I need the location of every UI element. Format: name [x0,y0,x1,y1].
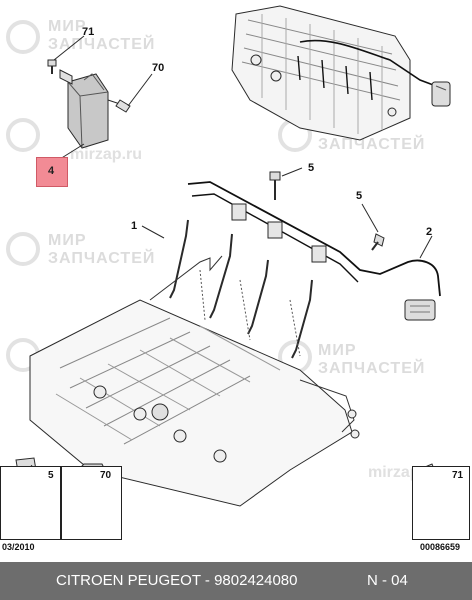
watermark-logo-icon [6,118,40,152]
callout-70: 70 [152,62,165,74]
bolt-71 [47,35,85,74]
box-num-5: 5 [48,470,54,481]
glow-plugs-1 [141,219,313,359]
footer-part-number: CITROEN PEUGEOT - 9802424080 [56,572,298,589]
bracket-4 [51,69,153,165]
watermark-logo-icon [6,232,40,266]
engine-head-overview [231,5,451,141]
callout-5-upper: 5 [308,162,315,174]
box-num-70: 70 [100,470,112,481]
reference-code: 00086659 [420,542,461,552]
footer-page-code: N - 04 [367,572,408,589]
watermark-logo-icon [6,20,40,54]
bolt-5-right [361,203,385,251]
footer-bar: CITROEN PEUGEOT - 9802424080 N - 04 [0,562,472,600]
cylinder-head [29,299,360,507]
bolt-5-upper [269,167,303,200]
fastener-cell-divider [60,466,62,540]
box-num-71: 71 [452,470,464,481]
callout-2: 2 [426,226,433,238]
watermark-url: mirzap.ru [70,146,143,163]
callout-71: 71 [82,26,95,38]
callout-4-highlight[interactable]: 4 [36,157,68,187]
fastener-box-right [412,466,470,540]
callout-5-right: 5 [356,190,363,202]
callout-1: 1 [131,220,138,232]
date-code: 03/2010 [2,542,35,552]
wiring-harness-2 [187,181,441,321]
